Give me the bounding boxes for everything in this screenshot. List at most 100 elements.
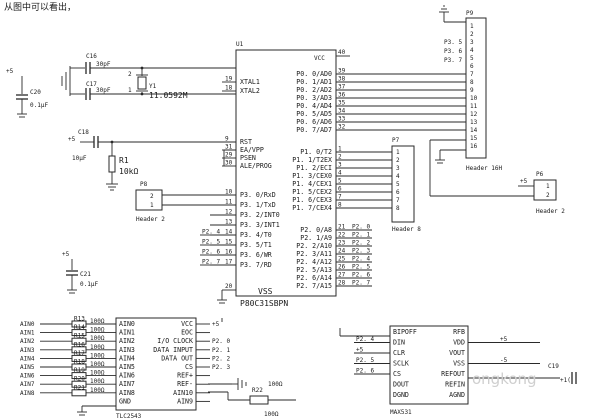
max531-pin-name: AGND bbox=[449, 391, 465, 399]
u1-pin-number: 16 bbox=[225, 249, 233, 256]
p9-pin-number: 12 bbox=[470, 111, 478, 118]
p9-pin-number: 2 bbox=[470, 31, 474, 38]
tlc2543-pin-net: P2. 1 bbox=[212, 347, 230, 354]
u1-pin-name: P1. 1/T2EX bbox=[292, 156, 332, 164]
tlc2543-pin-name: DATA INPUT bbox=[153, 346, 193, 354]
c17-value: 30pF bbox=[96, 87, 111, 94]
p6-pin-a: 1 bbox=[546, 183, 550, 190]
u1-pin-number: 6 bbox=[338, 186, 342, 193]
reset-section: +5 C18 10μF R1 10kΩ bbox=[68, 129, 245, 191]
p9-pin-number: 10 bbox=[470, 95, 478, 102]
u1-pin-number: 3 bbox=[338, 162, 342, 169]
input-resistor-value: 100Ω bbox=[90, 335, 105, 342]
u1-pin-name: P3. 1/TxD bbox=[240, 201, 276, 209]
tlc2543-input-net: AIN3 bbox=[20, 347, 35, 354]
p8-header: P8 Header 2 2 1 bbox=[135, 181, 236, 223]
max531-pin-name: VOUT bbox=[449, 349, 465, 357]
max531-pin-net: P2. 5 bbox=[356, 357, 374, 364]
max531-pin-net: P2. 4 bbox=[356, 336, 374, 343]
u1-pin-number: 14 bbox=[225, 229, 233, 236]
tlc2543-pin-name: AIN10 bbox=[173, 389, 193, 397]
svg-text:2: 2 bbox=[128, 71, 132, 78]
u1-pin-number: 10 bbox=[225, 189, 233, 196]
p6-name: Header 2 bbox=[536, 208, 565, 215]
p7-pin-number: 3 bbox=[396, 165, 400, 172]
u1-pin-number: 30 bbox=[225, 160, 233, 167]
tlc2543-pin-name: AIN8 bbox=[119, 389, 135, 397]
u1-pin-net: P2. 6 bbox=[352, 272, 370, 279]
u1-pin-name: P1. 5/CEX2 bbox=[292, 188, 332, 196]
tlc2543-input-net: AIN5 bbox=[20, 364, 35, 371]
p8-body bbox=[135, 189, 163, 211]
p9-pin-number: 1 bbox=[470, 23, 474, 30]
u1-pin-name: P2. 2/A10 bbox=[296, 242, 332, 250]
u1-pin-number: 32 bbox=[338, 124, 346, 131]
max531-pin-name: REFOUT bbox=[441, 370, 465, 378]
u1-pin-name: P0. 1/AD1 bbox=[296, 78, 332, 86]
tlc2543-pin-name: AIN1 bbox=[119, 329, 135, 337]
tlc2543-pin-name: AIN3 bbox=[119, 346, 135, 354]
p9-name: Header 16H bbox=[466, 165, 503, 172]
u1-pin-number: 23 bbox=[338, 240, 346, 247]
u1-pin-net: P2. 5 bbox=[202, 239, 220, 246]
tlc2543-pin-name: AIN2 bbox=[119, 337, 135, 345]
r23-value: 100Ω bbox=[264, 411, 279, 418]
tlc2543-pin-name: AIN4 bbox=[119, 354, 135, 362]
u1-pin-number: 28 bbox=[338, 280, 346, 287]
u1-pin-net: P2. 3 bbox=[352, 248, 370, 255]
r22-ref: R22 bbox=[252, 387, 263, 394]
u1-pin-name: P1. 3/CEX0 bbox=[292, 172, 332, 180]
p9-pin-number: 11 bbox=[470, 103, 478, 110]
input-resistor-value: 100Ω bbox=[90, 387, 105, 394]
u1-pin-name: P0. 3/AD3 bbox=[296, 94, 332, 102]
u1-pin-name: P0. 0/AD0 bbox=[296, 70, 332, 78]
u1-pin-net: P2. 7 bbox=[202, 259, 220, 266]
u1-pin-number: 26 bbox=[338, 264, 346, 271]
tlc2543-pin-net: P2. 2 bbox=[212, 355, 230, 362]
max531-pin-net: +5 bbox=[500, 336, 508, 343]
max531-pin-name: DOUT bbox=[393, 381, 409, 389]
tlc2543-name: TLC2543 bbox=[116, 413, 142, 420]
u1-pin-number: 24 bbox=[338, 248, 346, 255]
u1-pin-name: ALE/PROG bbox=[240, 162, 272, 170]
u1-pin-number: 34 bbox=[338, 108, 346, 115]
input-resistor-ref: R15 bbox=[74, 333, 85, 340]
p9-pin-number: 7 bbox=[470, 71, 474, 78]
c19-label: +1( bbox=[560, 377, 571, 384]
tlc2543-input-net: AIN2 bbox=[20, 338, 35, 345]
p9-pin-number: 14 bbox=[470, 127, 478, 134]
u1-pin-number: 9 bbox=[225, 136, 229, 143]
p8-pin-a: 2 bbox=[150, 193, 154, 200]
p7-pin-number: 5 bbox=[396, 181, 400, 188]
p8-name: Header 2 bbox=[136, 216, 165, 223]
u1-pin-number: 5 bbox=[338, 178, 342, 185]
p7-ref: P7 bbox=[392, 137, 400, 144]
tlc2543-input-net: AIN6 bbox=[20, 373, 35, 380]
c21-ref: C21 bbox=[80, 271, 91, 278]
u1-pin-name: P3. 4/T0 bbox=[240, 231, 272, 239]
c19-ref: C19 bbox=[548, 363, 559, 370]
p9-pin-number: 13 bbox=[470, 119, 478, 126]
u1-vcc-label: VCC bbox=[314, 55, 325, 62]
input-resistor-ref: R20 bbox=[74, 376, 85, 383]
p7-pin-number: 6 bbox=[396, 189, 400, 196]
u1-pin-name: P0. 7/AD7 bbox=[296, 126, 332, 134]
c18-ref: C18 bbox=[78, 129, 89, 136]
input-resistor-value: 100Ω bbox=[90, 352, 105, 359]
p8-pin-b: 1 bbox=[150, 202, 154, 209]
u1-pin-number: 1 bbox=[338, 146, 342, 153]
input-resistor-value: 100Ω bbox=[90, 327, 105, 334]
max531-pin-name: CLR bbox=[393, 349, 405, 357]
tlc2543-pin-name: VCC bbox=[181, 320, 193, 328]
r22-value: 100Ω bbox=[268, 381, 283, 388]
u1-pin-name: P0. 2/AD2 bbox=[296, 86, 332, 94]
u1-pin-name: P2. 7/A15 bbox=[296, 282, 332, 290]
u1-pin-number: 17 bbox=[225, 259, 233, 266]
u1-pin-name: P3. 2/INT0 bbox=[240, 211, 280, 219]
